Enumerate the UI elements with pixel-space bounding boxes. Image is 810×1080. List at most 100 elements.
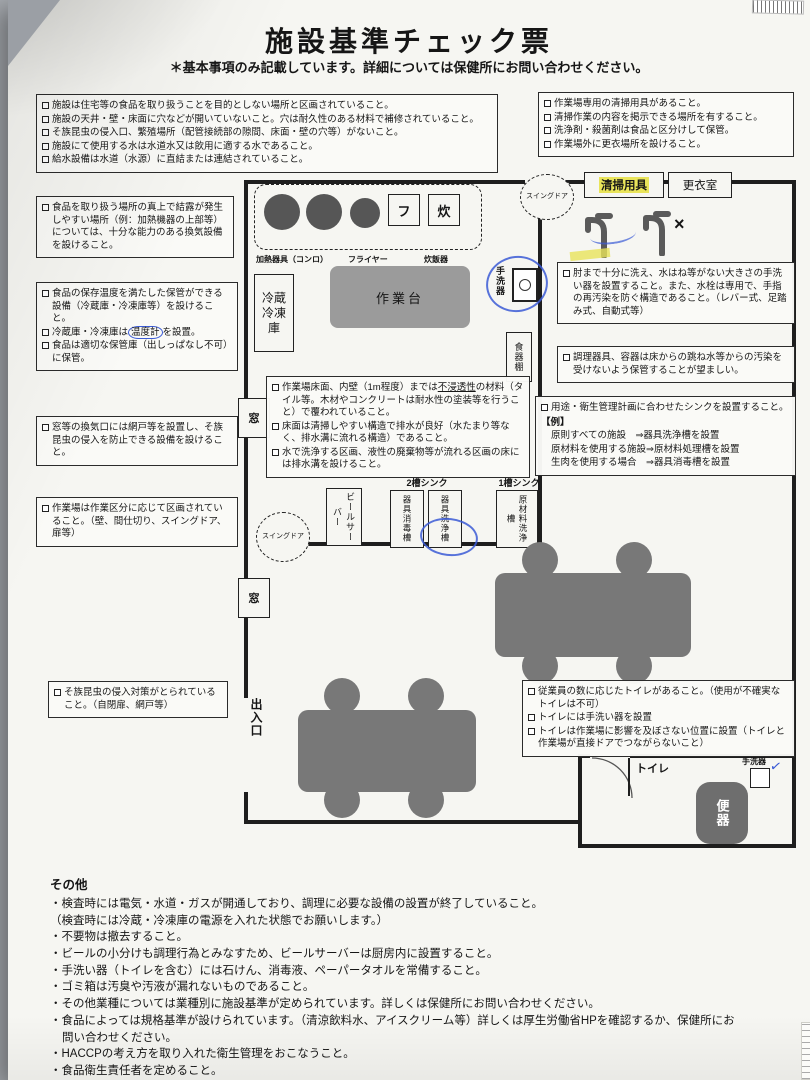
- changing-room-label: 更衣室: [682, 180, 718, 192]
- checklist-item: 清掃作業の内容を掲示できる場所を有すること。: [544, 112, 788, 125]
- checkbox-icon: [42, 102, 49, 109]
- checkbox-icon: [42, 505, 49, 512]
- fryer-box-label: フ: [397, 203, 411, 219]
- toilet-bowl: 便器: [696, 782, 748, 844]
- checklist-box-general: 施設は住宅等の食品を取り扱うことを目的としない場所と区画されていること。施設の天…: [36, 94, 498, 173]
- wall: [244, 436, 248, 578]
- swing-door: スイングドア: [520, 174, 574, 220]
- cooking-equipment-zone: [254, 184, 482, 250]
- checklist-item: 肘まで十分に洗え、水はね等がない大きさの手洗い器を設置すること。また、水栓は専用…: [563, 268, 789, 318]
- sink-wash-box: 器具洗浄槽: [428, 490, 462, 548]
- checklist-item: 洗浄剤・殺菌剤は食品と区分けして保管。: [544, 125, 788, 138]
- checkbox-icon: [42, 342, 49, 350]
- toilet-wall: [578, 754, 582, 848]
- entrance-label: 出入口: [249, 698, 263, 737]
- checklist-item: そ族昆虫の侵入対策がとられていること。（自閉扉、網戸等）: [54, 687, 222, 712]
- checklist-item: 施設は住宅等の食品を取り扱うことを目的としない場所と区画されていること。: [42, 100, 492, 113]
- handwash-label: 手洗器: [495, 266, 505, 296]
- checklist-box-toilet: 従業員の数に応じたトイレがあること。（使用が不確実なトイレは不可）トイレには手洗…: [522, 680, 795, 757]
- checklist-item: 従業員の数に応じたトイレがあること。（使用が不確実なトイレは不可）: [528, 686, 789, 711]
- cleaning-tools-box: 清掃用具: [584, 172, 664, 198]
- note-line: ・食品衛生責任者を定めること。: [50, 1064, 223, 1077]
- changing-room-box: 更衣室: [668, 172, 732, 198]
- example-line: 原材料を使用する施設⇒原材料処理槽を設置: [551, 443, 740, 455]
- checklist-item-text: そ族昆虫の侵入口、繁殖場所（配管接続部の隙間、床面・壁の穴等）がないこと。: [52, 127, 404, 139]
- beer-server-label: ビールサーバー: [332, 492, 355, 542]
- checklist-item: 水で洗浄する区画、液性の廃棄物等が流れる区画の床には排水溝を設けること。: [272, 447, 524, 472]
- cupboard-label: 食器棚: [513, 342, 524, 372]
- sink-disinfect-label: 器具消毒槽: [402, 495, 412, 543]
- swing-door-label: スイングドア: [526, 192, 568, 200]
- checkbox-icon: [528, 714, 535, 722]
- checkbox-icon: [541, 404, 548, 411]
- checklist-item-text: 作業場床面、内壁（1m程度）までは不浸透性の材料（タイル等。木材やコンクリートは…: [282, 382, 524, 420]
- checklist-box-vent: 窓等の換気口には網戸等を設置し、そ族昆虫の侵入を防止できる設備を設けること。: [36, 416, 238, 466]
- checkbox-icon: [544, 127, 551, 135]
- chair-icon: [324, 782, 360, 818]
- checklist-item-text: 食品の保存温度を満たした保管ができる設備（冷蔵庫・冷凍庫等）を設けること。: [52, 288, 223, 325]
- pen-circled-word: 温度計: [128, 325, 163, 339]
- note-line: ・検査時には電気・水道・ガスが開通しており、調理に必要な設備の設置が終了している…: [50, 898, 543, 911]
- checklist-item: 施設の天井・壁・床面に穴などが開いていないこと。穴は耐久性のある材料で補修されて…: [42, 114, 492, 127]
- work-table-label: 作業台: [375, 290, 424, 306]
- burner-icon: [264, 194, 300, 230]
- fryer-box: フ: [388, 194, 420, 226]
- rice-cooker-label: 炊飯器: [424, 255, 448, 264]
- other-notes-section: その他 ・検査時には電気・水道・ガスが開通しており、調理に必要な設備の設置が終了…: [50, 876, 740, 1080]
- page-title: 施設基準チェック票: [264, 26, 553, 57]
- wall: [244, 616, 248, 698]
- checklist-item-text: 調理器具、容器は床からの跳ね水等からの汚染を受けないよう保管することが望ましい。: [573, 352, 783, 376]
- note-line: ・食品によっては規格基準が設けられています。（清涼飲料水、アイスクリーム等）詳し…: [50, 1014, 735, 1044]
- sink-raw-label: 原材料洗浄槽: [506, 495, 528, 543]
- note-line: ・不要物は撤去すること。: [50, 931, 188, 944]
- chair-icon: [616, 542, 652, 578]
- kitchen-partition-wall: [538, 180, 542, 546]
- window-label: 窓: [248, 413, 260, 425]
- note-line: ・HACCPの考え方を取り入れた衛生管理をおこなうこと。: [50, 1048, 355, 1061]
- example-line: 原則すべての施設 ⇒器具洗浄槽を設置: [551, 430, 720, 442]
- dining-table: [298, 710, 476, 792]
- checklist-box-cleaning: 作業場専用の清掃用具があること。清掃作業の内容を掲示できる場所を有すること。洗浄…: [538, 92, 794, 158]
- wall: [244, 820, 582, 824]
- checkbox-icon: [42, 142, 49, 150]
- checklist-item-text: 給水設備は水道（水源）に直結または連結されていること。: [52, 154, 309, 166]
- checkbox-icon: [563, 270, 570, 277]
- checkbox-icon: [563, 354, 570, 361]
- example-line: 生肉を使用する場合 ⇒器具消毒槽を設置: [551, 457, 730, 469]
- chair-icon: [522, 542, 558, 578]
- page-edge-tab: [801, 1022, 810, 1080]
- underlined-word: 不浸透性: [437, 382, 476, 393]
- toilet-wall: [578, 844, 796, 848]
- checklist-item: 給水設備は水道（水源）に直結または連結されていること。: [42, 154, 492, 167]
- wall: [244, 792, 248, 824]
- checkbox-icon: [272, 384, 279, 391]
- checklist-item-text: 肘まで十分に洗え、水はね等がない大きさの手洗い器を設置すること。また、水栓は専用…: [573, 268, 787, 317]
- checklist-item-text: トイレは作業場に影響を及ぼさない位置に設置（トイレと作業場が直接ドアでつながらな…: [538, 725, 786, 750]
- swing-door-label: スイングドア: [262, 532, 304, 540]
- checklist-item: 作業場専用の清掃用具があること。: [544, 98, 788, 111]
- door-arc: [591, 757, 633, 799]
- burner-icon: [306, 194, 342, 230]
- dining-table: [495, 573, 691, 657]
- note-line: ・その他業種については業種別に施設基準が定められています。詳しくは保健所にお問い…: [50, 998, 600, 1011]
- checklist-item-text: 従業員の数に応じたトイレがあること。（使用が不確実なトイレは不可）: [538, 686, 781, 710]
- checklist-box-utensil: 調理器具、容器は床からの跳ね水等からの汚染を受けないよう保管することが望ましい。: [557, 346, 795, 384]
- checklist-item: 食品を取り扱う場所の真上で結露が発生しやすい場所（例：加熱機器の上部等）について…: [42, 202, 228, 252]
- basin-bowl-icon: [519, 279, 531, 291]
- sink-raw-box: 原材料洗浄槽: [496, 490, 538, 548]
- note-line: ・ビールの小分けも調理行為とみなすため、ビールサーバーは厨房内に設置すること。: [50, 948, 499, 961]
- toilet-handwash-label: 手洗器: [742, 757, 766, 766]
- checkbox-icon: [528, 688, 535, 695]
- checkbox-icon: [272, 448, 279, 456]
- checkbox-icon: [42, 115, 49, 123]
- checklist-item-text: 作業場専用の清掃用具があること。: [554, 98, 707, 109]
- page-subtitle: ＊基本事項のみ記載しています。詳細については保健所にお問い合わせください。: [169, 60, 649, 75]
- toilet-handwash-basin: [750, 768, 770, 788]
- checklist-item-text: 窓等の換気口には網戸等を設置し、そ族昆虫の侵入を防止できる設備を設けること。: [52, 422, 224, 459]
- checklist-item-text: 清掃作業の内容を掲示できる場所を有すること。: [554, 111, 763, 123]
- checkbox-icon: [42, 129, 49, 137]
- work-table: 作業台: [330, 266, 470, 328]
- fridge-freezer: 冷蔵冷凍庫: [254, 274, 294, 352]
- toilet-label: トイレ: [636, 763, 669, 775]
- beer-server-box: ビールサーバー: [326, 488, 362, 546]
